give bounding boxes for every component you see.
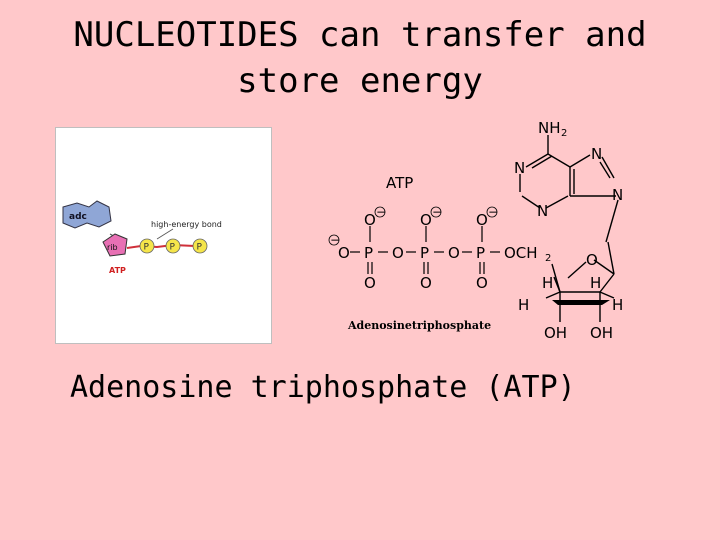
charge-ring-1: [374, 206, 386, 218]
schematic-panel: [55, 127, 272, 344]
oxygen-bridge-2: O: [448, 244, 460, 262]
structure-atp-label: ATP: [386, 174, 413, 192]
phosphate-label-2: P: [170, 243, 176, 253]
phosphate-label-3: P: [197, 243, 203, 253]
oxygen-bottom-2: O: [420, 274, 432, 292]
title-line-2: store energy: [237, 61, 483, 101]
hydroxyl-1: OH: [544, 324, 567, 342]
hydrogen-2: H: [590, 274, 601, 292]
schematic-atp-label: ATP: [109, 266, 126, 275]
phosphorus-gamma: P: [364, 244, 373, 262]
phosphorus-beta: P: [420, 244, 429, 262]
ribose-sugar-shape: [102, 233, 128, 257]
charge-3: −: [488, 205, 498, 219]
phosphate-label-1: P: [144, 243, 150, 253]
oxygen-top-1: O: [364, 211, 376, 229]
nitrogen-1: N: [514, 159, 525, 177]
nitrogen-3: N: [537, 202, 548, 220]
och2-group: OCH: [504, 244, 538, 262]
molecule-name: Adenosinetriphosphate: [347, 319, 491, 332]
oxygen-bridge-1: O: [392, 244, 404, 262]
charge-2: −: [432, 205, 442, 219]
adenine-label: adc: [69, 212, 87, 222]
terminal-charge: −: [330, 233, 340, 247]
amine-nh: NH: [538, 119, 561, 137]
oxygen-top-2: O: [420, 211, 432, 229]
oxygen-bottom-1: O: [364, 274, 376, 292]
oxygen-bottom-3: O: [476, 274, 488, 292]
atp-structural-formula: ATP NH 2 N N N N O − O − O − − O P O P O…: [328, 119, 623, 342]
slide-title: NUCLEOTIDES can transfer and store energ…: [0, 12, 720, 104]
phosphate-chain-bonds: [350, 226, 500, 274]
ribose-ring-bonds: [545, 241, 615, 322]
och2-subscript: 2: [545, 253, 551, 264]
nitrogen-9: N: [612, 186, 623, 204]
high-energy-bond-label: high-energy bond: [151, 220, 222, 229]
title-line-1: NUCLEOTIDES can transfer and: [73, 15, 647, 55]
hydrogen-3: H: [518, 296, 529, 314]
phosphate-circle-3: [192, 238, 208, 254]
ribose-bold-edge: [552, 300, 610, 305]
charge-ring-3: [486, 206, 498, 218]
phosphate-circle-2: [165, 238, 181, 254]
atp-schematic-diagram: adc rib P P P high-energy bond ATP: [55, 127, 272, 344]
phosphorus-alpha: P: [476, 244, 485, 262]
hydrogen-4: H: [612, 296, 623, 314]
ribose-ring-oxygen: O: [586, 251, 598, 269]
hydroxyl-2: OH: [590, 324, 613, 342]
bond-pointer: [156, 228, 174, 240]
adenine-ring-bonds: [519, 135, 619, 243]
charge-ring-2: [430, 206, 442, 218]
oxygen-top-3: O: [476, 211, 488, 229]
oxygen-terminal: O: [338, 244, 350, 262]
amine-subscript: 2: [561, 128, 567, 139]
phosphate-circle-1: [139, 238, 155, 254]
nitrogen-7: N: [591, 145, 602, 163]
hydrogen-1: H: [542, 274, 553, 292]
adenine-base-shape: [62, 200, 112, 229]
charge-1: −: [376, 205, 386, 219]
slide-caption: Adenosine triphosphate (ATP): [70, 370, 576, 405]
terminal-charge-ring: [328, 234, 340, 246]
ribose-label: rib: [107, 243, 118, 252]
